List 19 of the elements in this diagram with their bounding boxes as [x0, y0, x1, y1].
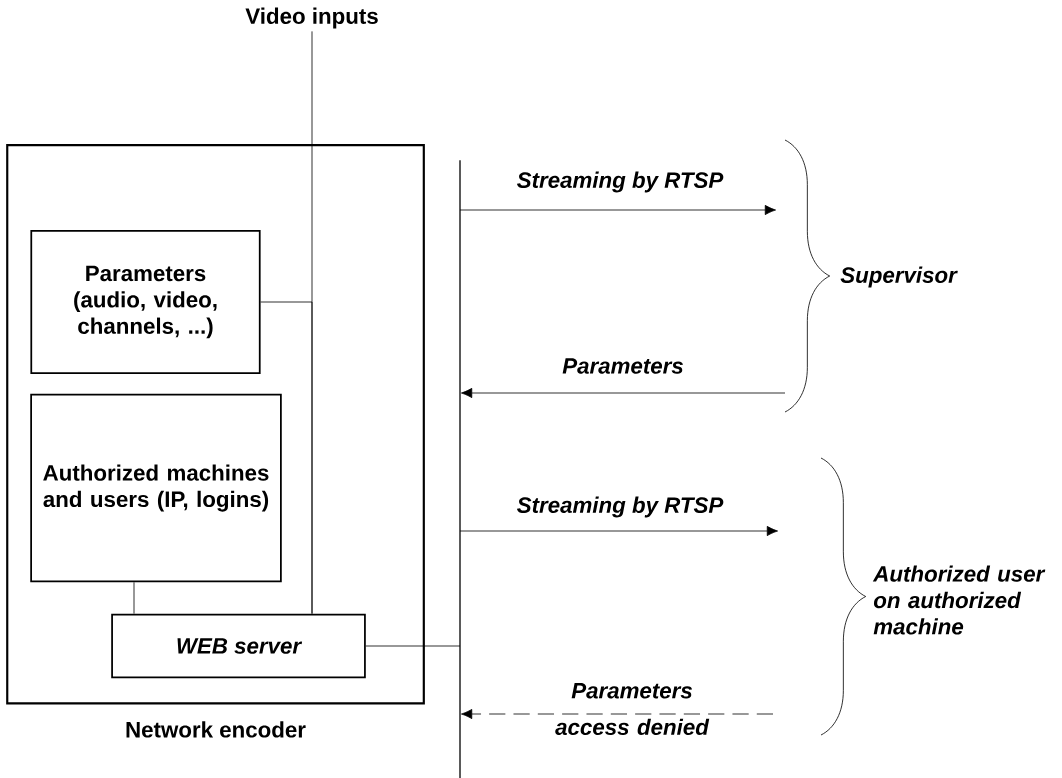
- input-label: Video inputs: [245, 7, 378, 29]
- arrow: [461, 708, 774, 720]
- arrow: [461, 387, 786, 399]
- process-box: Parameters (audio, video, channels, ...): [30, 230, 261, 374]
- arrow: [459, 204, 776, 216]
- connector-line: [133, 581, 135, 615]
- edge-label: Streaming by RTSP: [515, 495, 725, 519]
- group-label: Supervisor: [840, 266, 958, 288]
- connector-line: [260, 301, 313, 615]
- node-label: Network encoder: [126, 721, 306, 738]
- edge-label: Parameters access denied: [555, 682, 710, 736]
- arrow: [459, 525, 778, 537]
- edge-label: Parameters: [560, 356, 686, 376]
- bus-line: [459, 159, 461, 778]
- edge-label: Streaming by RTSP: [515, 170, 725, 194]
- group-label: Authorized user on authorized machine: [872, 565, 1046, 635]
- connector-line: [365, 645, 461, 647]
- process-box: WEB server: [111, 613, 366, 679]
- process-box: Authorized machines and users (IP, logins): [30, 393, 282, 583]
